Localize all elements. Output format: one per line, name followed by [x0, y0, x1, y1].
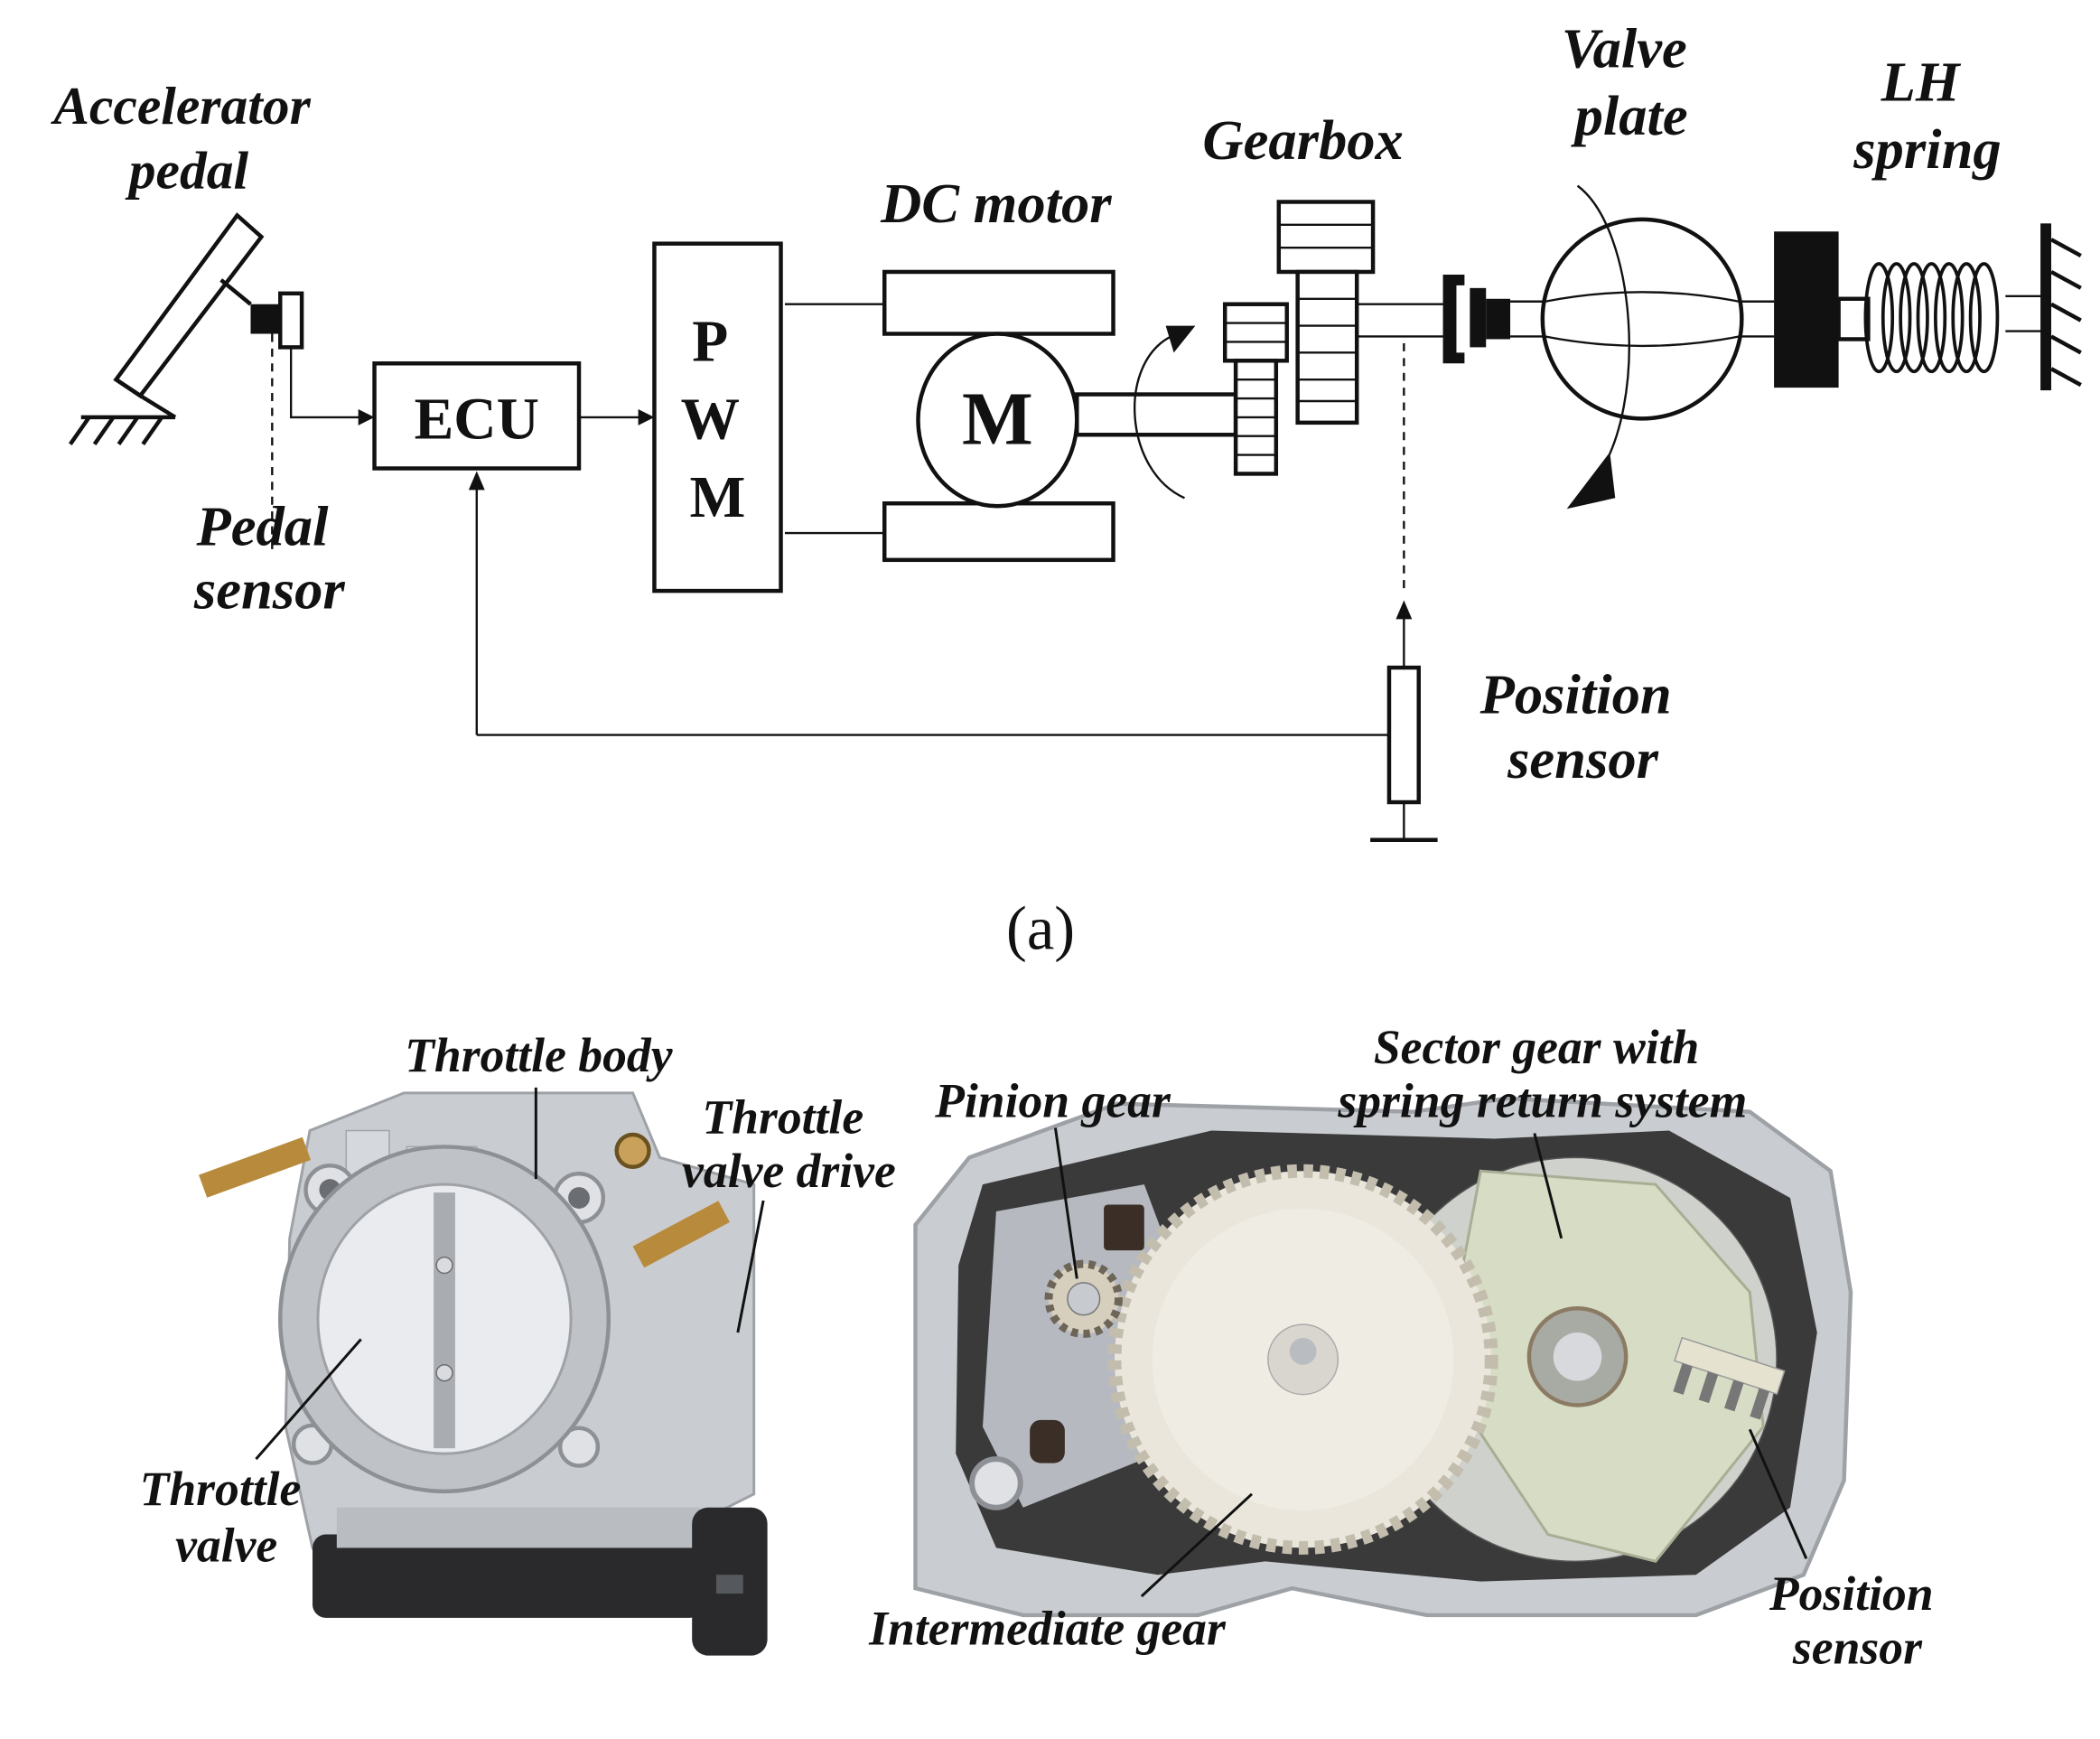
position-sensor-label-line2: sensor	[1507, 727, 1659, 790]
accelerator-pedal-label-line1: Accelerator	[50, 76, 311, 136]
spring-coil	[1951, 262, 1982, 374]
pwm-label-w: W	[681, 388, 741, 453]
spring-coil	[1881, 262, 1912, 374]
sector-gear-label: Sector gear with spring return system	[1337, 1020, 1747, 1128]
throttle-valve-label-line2: valve	[175, 1518, 277, 1572]
pedal-sensor-label-line2: sensor	[193, 557, 346, 621]
lh-spring-icon	[1774, 223, 2082, 391]
dc-motor-label: DC motor	[880, 172, 1112, 235]
sector-gear-label-line1: Sector gear with	[1374, 1020, 1700, 1074]
gear-position-sensor-label-line1: Position	[1769, 1566, 1934, 1621]
gearbox-label: Gearbox	[1202, 108, 1403, 172]
valve-plate-label-line1: Valve	[1562, 16, 1687, 79]
dc-motor-icon	[784, 269, 1238, 563]
pedal-sensor-icon	[250, 291, 304, 552]
pedal-sensor-label: Pedal sensor	[193, 494, 346, 621]
throttle-valve-drive-label-line1: Throttle	[702, 1090, 863, 1145]
throttle-body-photo	[199, 1087, 768, 1656]
panel-a-caption: (a)	[1006, 893, 1075, 962]
gearbox-icon	[1222, 200, 1511, 476]
spring-coil	[1968, 262, 2000, 374]
rotation-arrow-icon	[1134, 325, 1196, 500]
spring-coil	[1934, 262, 1965, 374]
accelerator-pedal-label-line2: pedal	[125, 141, 249, 201]
throttle-valve-label-line1: Throttle	[140, 1462, 302, 1516]
pwm-label-m: M	[690, 465, 746, 530]
throttle-valve-label: Throttle valve	[140, 1462, 313, 1573]
throttle-body-label: Throttle body	[405, 1028, 673, 1082]
lh-spring-label: LH spring	[1853, 51, 2001, 181]
gear-position-sensor-label-line2: sensor	[1792, 1621, 1923, 1675]
gear-position-sensor-label: Position sensor	[1769, 1566, 1946, 1675]
spring-coil	[1899, 262, 1929, 374]
accelerator-pedal-label: Accelerator pedal	[50, 76, 323, 201]
sector-gear-label-line2: spring return system	[1337, 1074, 1747, 1128]
throttle-valve-drive-label-line2: valve drive	[682, 1144, 896, 1198]
spring-coil	[1916, 262, 1947, 374]
ecu-block	[372, 361, 582, 471]
pwm-label-p: P	[692, 309, 728, 374]
feedback-line	[468, 471, 1438, 842]
pinion-gear-label: Pinion gear	[934, 1074, 1171, 1128]
spring-coil	[1863, 262, 1895, 374]
throttle-valve-drive-label: Throttle valve drive	[682, 1090, 896, 1199]
intermediate-gear-label: Intermediate gear	[868, 1602, 1227, 1656]
accelerator-pedal-icon	[68, 212, 265, 445]
position-sensor-block	[1386, 665, 1421, 805]
gear-train-photo	[913, 1096, 1853, 1618]
ecu-label: ECU	[415, 388, 539, 453]
lh-spring-label-line2: spring	[1853, 117, 2001, 181]
position-sensor-label: Position sensor	[1479, 663, 1686, 791]
motor-label: M	[962, 379, 1033, 462]
position-sensor-label-line1: Position	[1479, 663, 1672, 726]
lh-spring-label-line1: LH	[1881, 51, 1962, 114]
valve-plate-label: Valve plate	[1562, 16, 1702, 146]
valve-plate-icon	[1510, 184, 1775, 510]
pwm-label: P W M	[681, 309, 755, 530]
pedal-sensor-label-line1: Pedal	[196, 494, 330, 557]
schematic-diagram: Accelerator pedal Pedal sensor	[50, 16, 2082, 842]
valve-plate-label-line2: plate	[1571, 84, 1688, 147]
pwm-block	[652, 241, 783, 594]
